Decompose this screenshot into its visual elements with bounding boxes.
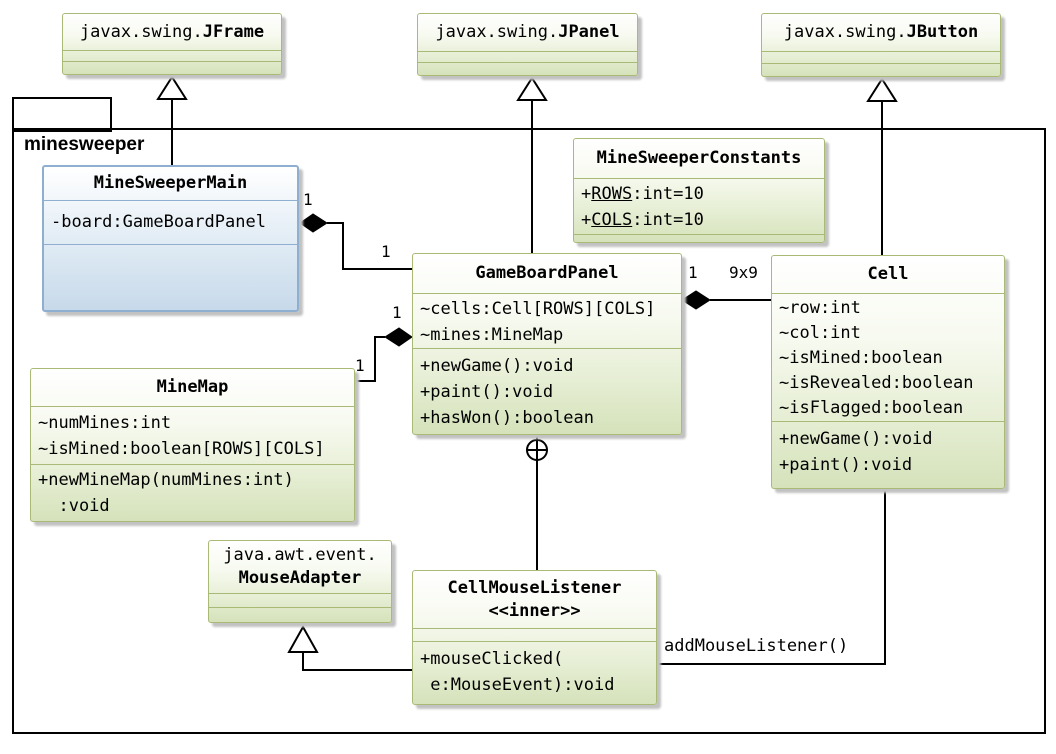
attribute-line: +ROWS:int=10+COLS:int=10 bbox=[574, 179, 824, 234]
class-stereotype: <<inner>> bbox=[488, 600, 581, 621]
method-line: e:MouseEvent):void bbox=[420, 675, 615, 695]
methods-compartment: +newMineMap(numMines:int) :void bbox=[31, 464, 354, 519]
class-title-name: MouseAdapter bbox=[238, 568, 362, 588]
class-title: javax.swing.JFrame bbox=[63, 14, 281, 50]
attributes-compartment-empty bbox=[418, 51, 637, 62]
association-label: addMouseListener() bbox=[664, 636, 849, 656]
package-boundary bbox=[12, 128, 1046, 734]
association-cellmouselistener-cell bbox=[657, 489, 886, 665]
generalization-gameboardpanel-jpanel bbox=[516, 76, 548, 253]
method-line: +paint():void bbox=[779, 455, 913, 475]
attributes-compartment: ~row:int ~col:int ~isMined:boolean ~isRe… bbox=[772, 293, 1004, 421]
attributes-compartment-empty bbox=[762, 51, 1000, 63]
multiplicity-label: 1 bbox=[381, 242, 391, 261]
attribute-type: :int=10 bbox=[632, 184, 704, 204]
attributes-compartment-empty bbox=[209, 593, 391, 607]
class-title-prefix: javax.swing. bbox=[79, 21, 203, 42]
generalization-cell-jbutton bbox=[866, 77, 898, 255]
method-line: :void bbox=[38, 496, 110, 516]
attribute-line: ~numMines:int bbox=[38, 413, 172, 433]
method-line: +mouseClicked( bbox=[420, 649, 564, 669]
generalization-minesweepermain-jframe bbox=[156, 75, 188, 165]
attributes-compartment: +ROWS:int=10+COLS:int=10 bbox=[574, 178, 824, 234]
attribute-line: ~row:int bbox=[779, 298, 861, 318]
methods-compartment-empty bbox=[209, 607, 391, 621]
method-line: +newGame():void bbox=[779, 429, 933, 449]
methods-compartment: +mouseClicked( e:MouseEvent):void bbox=[413, 641, 656, 702]
class-title: java.awt.event. MouseAdapter bbox=[209, 541, 391, 593]
class-title-name: JFrame bbox=[202, 21, 265, 42]
class-title: javax.swing.JPanel bbox=[418, 14, 637, 51]
multiplicity-label: 9x9 bbox=[729, 263, 758, 282]
static-attribute-name: COLS bbox=[591, 210, 633, 230]
class-minesweeperconstants: MineSweeperConstants +ROWS:int=10+COLS:i… bbox=[573, 138, 825, 243]
class-title: MineMap bbox=[156, 377, 229, 397]
class-title: javax.swing.JButton bbox=[762, 14, 1000, 51]
class-title-prefix: javax.swing. bbox=[435, 22, 559, 42]
class-title-prefix: java.awt.event. bbox=[223, 545, 377, 565]
package-name: minesweeper bbox=[24, 134, 145, 155]
class-gameboardpanel: GameBoardPanel ~cells:Cell[ROWS][COLS] ~… bbox=[412, 253, 682, 435]
class-title-prefix: javax.swing. bbox=[783, 22, 907, 42]
attributes-compartment: ~numMines:int ~isMined:boolean[ROWS][COL… bbox=[31, 406, 354, 464]
composition-minesweepermain-gameboardpanel bbox=[299, 213, 412, 270]
class-mouseadapter: java.awt.event. MouseAdapter bbox=[208, 540, 392, 623]
method-line: +newMineMap(numMines:int) bbox=[38, 470, 294, 490]
composition-gameboardpanel-minemap bbox=[355, 327, 413, 382]
class-cell: Cell ~row:int ~col:int ~isMined:boolean … bbox=[771, 255, 1005, 489]
class-jpanel: javax.swing.JPanel bbox=[417, 13, 638, 76]
methods-compartment: +newGame():void +paint():void +hasWon():… bbox=[413, 348, 681, 433]
method-line: +newGame():void bbox=[420, 356, 574, 376]
multiplicity-label: 1 bbox=[688, 263, 698, 282]
methods-compartment-empty bbox=[418, 62, 637, 74]
attribute-line: ~isMined:boolean[ROWS][COLS] bbox=[38, 439, 325, 459]
multiplicity-label: 1 bbox=[392, 303, 402, 322]
class-cellmouselistener: CellMouseListener <<inner>> +mouseClicke… bbox=[412, 570, 657, 705]
class-jbutton: javax.swing.JButton bbox=[761, 13, 1001, 77]
class-title-name: CellMouseListener bbox=[447, 577, 622, 598]
methods-compartment-empty bbox=[762, 63, 1000, 75]
methods-compartment-empty bbox=[63, 61, 281, 73]
class-title: MineSweeperMain bbox=[93, 173, 248, 193]
multiplicity-label: 1 bbox=[355, 356, 365, 375]
method-line: +hasWon():boolean bbox=[420, 408, 594, 428]
class-title: CellMouseListener <<inner>> bbox=[413, 571, 656, 628]
static-attribute-name: ROWS bbox=[591, 184, 633, 204]
attribute-line: ~col:int bbox=[779, 323, 861, 343]
methods-compartment: +newGame():void +paint():void bbox=[772, 421, 1004, 486]
attributes-compartment: -board:GameBoardPanel bbox=[44, 200, 297, 244]
attribute-line: ~mines:MineMap bbox=[420, 325, 564, 345]
methods-compartment-empty bbox=[44, 244, 297, 310]
class-title: GameBoardPanel bbox=[475, 263, 619, 283]
attribute-visibility: + bbox=[581, 184, 592, 204]
attributes-compartment-empty bbox=[413, 628, 656, 641]
attribute-type: :int=10 bbox=[632, 210, 704, 230]
composition-gameboardpanel-cell bbox=[681, 290, 771, 310]
class-jframe: javax.swing.JFrame bbox=[62, 13, 282, 75]
attribute-line: ~isRevealed:boolean bbox=[779, 373, 974, 393]
class-minemap: MineMap ~numMines:int ~isMined:boolean[R… bbox=[30, 368, 355, 522]
generalization-cellmouselistener-mouseadapter bbox=[287, 624, 412, 671]
methods-compartment-empty bbox=[574, 234, 824, 241]
class-title-name: JButton bbox=[906, 22, 979, 42]
attributes-compartment: ~cells:Cell[ROWS][COLS] ~mines:MineMap bbox=[413, 293, 681, 348]
containment-gameboardpanel-cellmouselistener bbox=[526, 435, 548, 570]
class-title-name: JPanel bbox=[558, 22, 620, 42]
attribute-line: ~cells:Cell[ROWS][COLS] bbox=[420, 299, 656, 319]
method-line: +paint():void bbox=[420, 382, 554, 402]
attribute-line: ~isMined:boolean bbox=[779, 348, 943, 368]
package-tab bbox=[12, 97, 112, 132]
attributes-compartment-empty bbox=[63, 50, 281, 61]
class-title: MineSweeperConstants bbox=[596, 148, 802, 168]
attribute-visibility: + bbox=[581, 210, 592, 230]
class-title: Cell bbox=[867, 264, 909, 284]
attribute-line: -board:GameBoardPanel bbox=[51, 212, 266, 232]
attribute-line: ~isFlagged:boolean bbox=[779, 398, 964, 418]
class-minesweepermain: MineSweeperMain -board:GameBoardPanel bbox=[42, 165, 299, 312]
multiplicity-label: 1 bbox=[303, 190, 313, 209]
